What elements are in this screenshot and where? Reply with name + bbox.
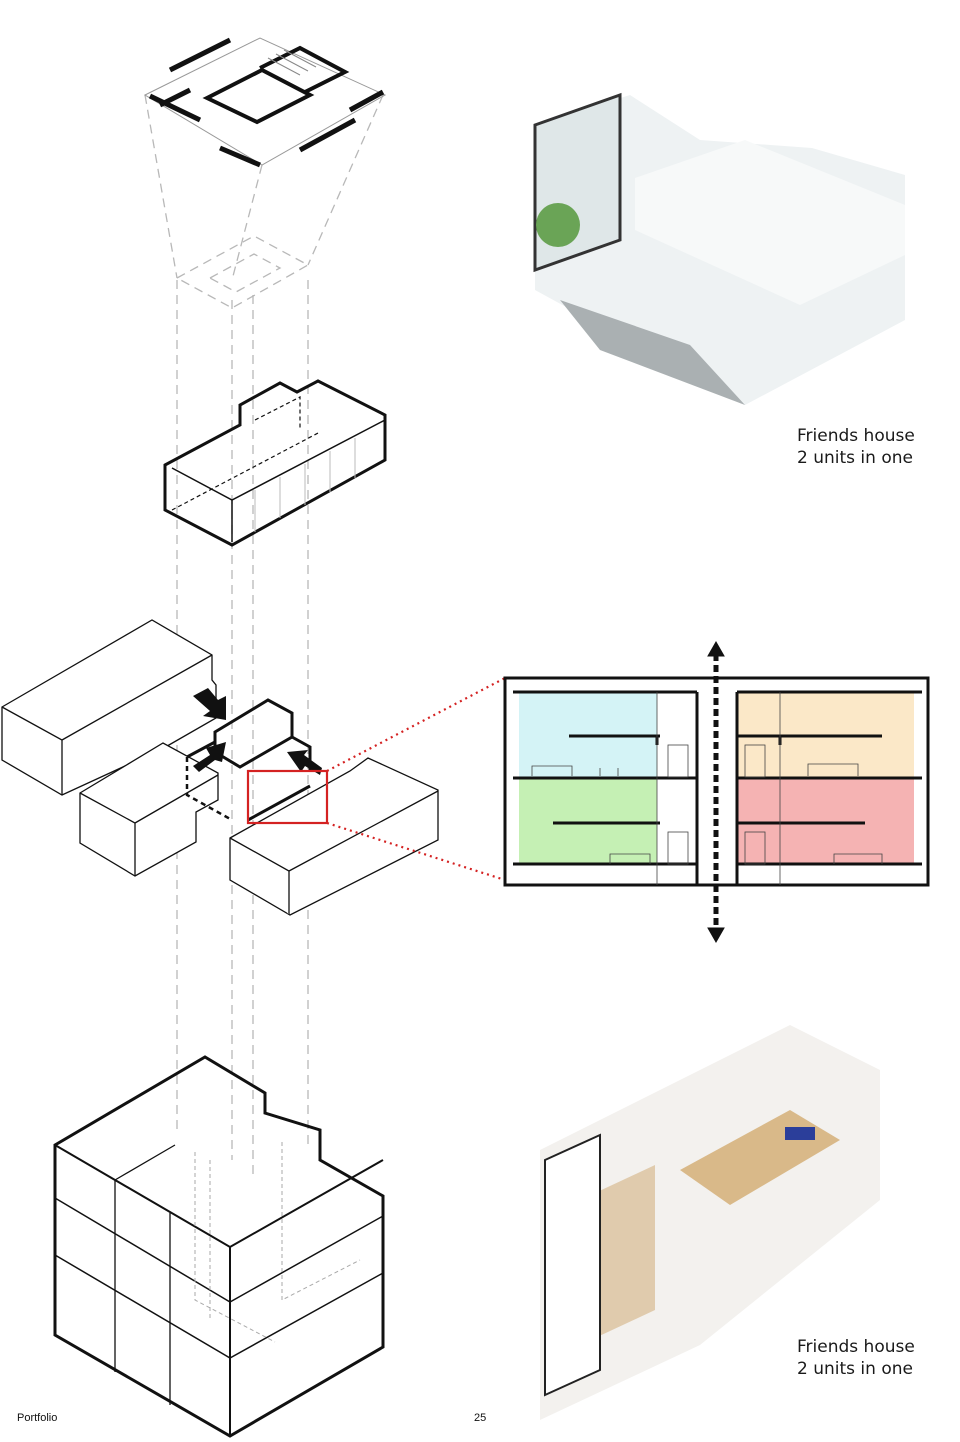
unit-module-block xyxy=(163,379,387,547)
section-unit-bottom-left xyxy=(519,778,657,864)
neighbour-blocks xyxy=(1,619,439,916)
render-top xyxy=(533,92,905,405)
caption-bottom: Friends house 2 units in one xyxy=(797,1336,915,1380)
page-number: 25 xyxy=(474,1412,487,1424)
floor-plan xyxy=(143,37,387,168)
footer-label: Portfolio xyxy=(17,1412,58,1424)
assembly-arrows xyxy=(193,688,322,775)
render-bottom xyxy=(540,1025,880,1420)
highlight-callout xyxy=(246,677,506,882)
section-unit-bottom-right xyxy=(737,778,914,864)
leader-line-top xyxy=(326,677,506,772)
highlight-box xyxy=(246,769,329,825)
circulation-arrow xyxy=(707,640,725,944)
caption-bottom-line2: 2 units in one xyxy=(797,1359,913,1379)
caption-top: Friends house 2 units in one xyxy=(797,425,915,469)
caption-bottom-line1: Friends house xyxy=(797,1337,915,1357)
caption-top-line2: 2 units in one xyxy=(797,448,913,468)
building-massing xyxy=(53,1055,385,1438)
caption-top-line1: Friends house xyxy=(797,426,915,446)
leader-line-bottom xyxy=(326,821,506,882)
